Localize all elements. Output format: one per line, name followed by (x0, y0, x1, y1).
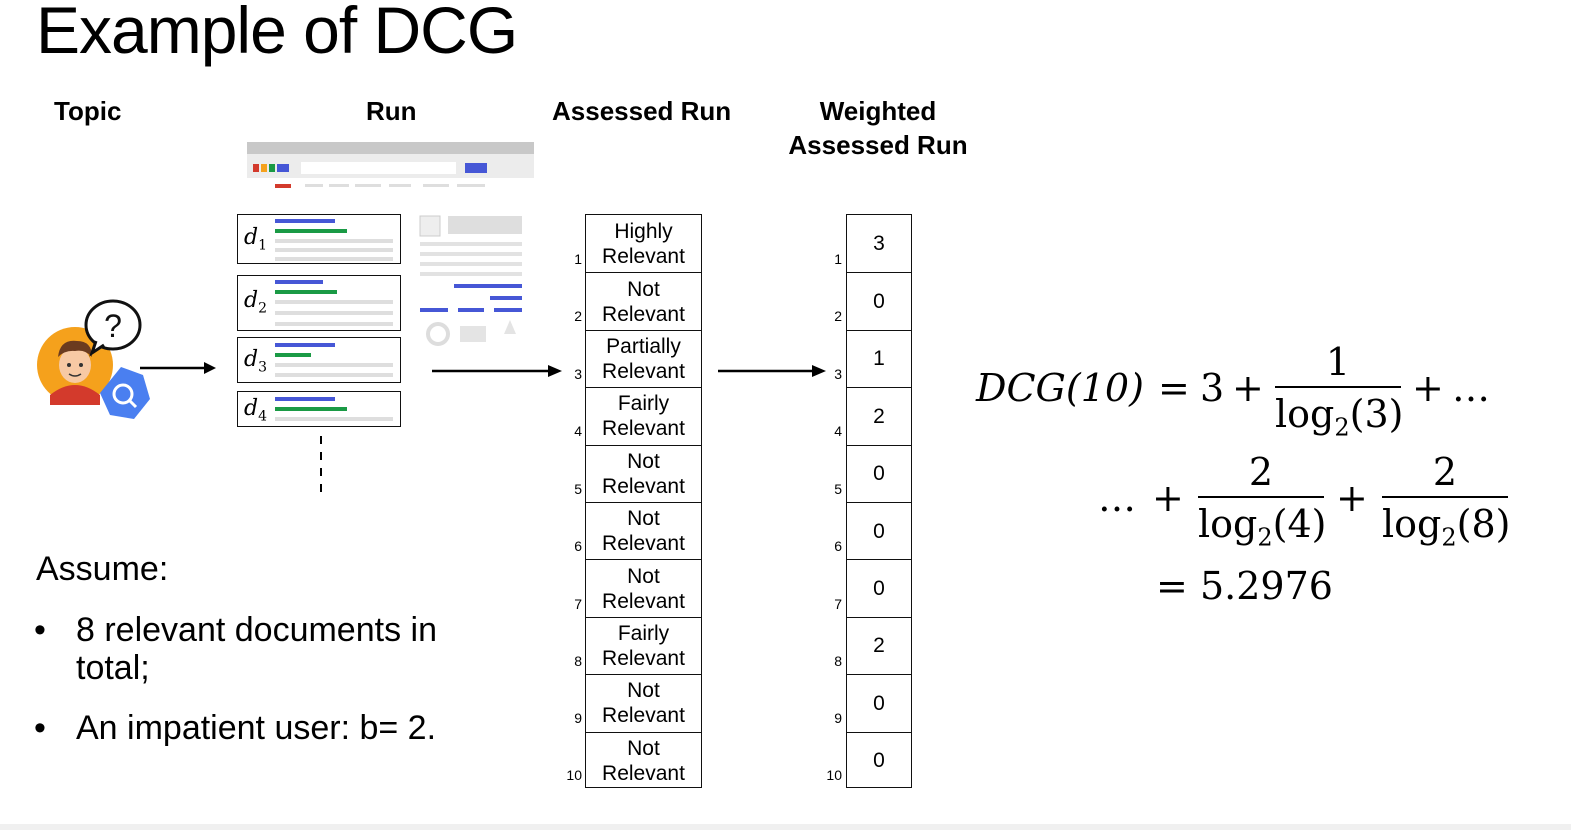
weighted-rank: 5 (834, 481, 842, 497)
weighted-rank: 7 (834, 596, 842, 612)
weighted-rank: 6 (834, 538, 842, 554)
weighted-rank: 9 (834, 710, 842, 726)
fraction-term-2: 2 log2(4) (1198, 450, 1327, 552)
assessed-rank: 3 (574, 366, 582, 382)
doc-label: d1 (244, 225, 268, 254)
formula-plus: + (1336, 476, 1368, 520)
assumption-text: An impatient user: b= 2. (76, 709, 437, 747)
assessed-rank: 2 (574, 308, 582, 324)
fraction-term-3: 2 log2(8) (1382, 450, 1511, 552)
formula-plus: + (1232, 366, 1264, 410)
formula-plus: + (1412, 366, 1444, 410)
weighted-cell: 2 (847, 387, 911, 444)
doc-label: d2 (244, 288, 268, 317)
slide-title: Example of DCG (36, 0, 518, 67)
weighted-cell: 0 (847, 674, 911, 731)
weighted-cell: 1 (847, 329, 911, 387)
weighted-cell: 0 (847, 731, 911, 789)
arrow-assessed-to-weighted (718, 365, 826, 377)
weighted-rank: 3 (834, 366, 842, 382)
result-doc-1[interactable]: d1 (237, 214, 401, 264)
weighted-cell: 0 (847, 272, 911, 329)
browser-mockup (247, 142, 534, 188)
arrow-topic-to-run (140, 362, 216, 374)
footer-divider (0, 824, 1571, 830)
result-doc-4[interactable]: d4 (237, 391, 401, 427)
question-bubble-icon: ? (84, 299, 142, 357)
formula-first-term: 3 (1200, 366, 1225, 410)
assessed-rank: 5 (574, 481, 582, 497)
weighted-header-line1: Weighted (819, 96, 937, 126)
continuation-dashes (320, 436, 322, 498)
weighted-cell: 2 (847, 616, 911, 674)
result-doc-3[interactable]: d3 (237, 337, 401, 383)
weighted-run-table: 3 0 1 2 0 0 0 2 0 0 (846, 214, 912, 788)
question-mark: ? (104, 308, 122, 344)
search-analytics-icon (100, 367, 150, 419)
bullet-dot: • (34, 611, 46, 649)
topic-illustration: ? (37, 299, 150, 419)
assessed-rank: 7 (574, 596, 582, 612)
formula-result: 5.2976 (1200, 564, 1333, 608)
assessed-rank: 1 (574, 251, 582, 267)
assume-heading: Assume: (36, 550, 169, 588)
weighted-cell: 0 (847, 502, 911, 559)
topic-header: Topic (54, 96, 122, 126)
formula-plus: + (1152, 476, 1184, 520)
fraction-term-1: 1 log2(3) (1275, 340, 1404, 442)
weighted-header: Weighted Assessed Run (788, 94, 968, 162)
doc-label: d4 (244, 396, 268, 425)
assessed-rank: 6 (574, 538, 582, 554)
assessed-run-header: Assessed Run (552, 96, 732, 126)
assessed-rank: 10 (566, 767, 582, 783)
formula-ellipsis: … (1098, 476, 1136, 520)
weighted-cell: 3 (873, 232, 885, 256)
assessed-rank: 9 (574, 710, 582, 726)
formula-eq-1: = (1158, 366, 1190, 410)
formula-lhs: DCG(10) (976, 366, 1144, 410)
arrow-run-to-assessed (432, 365, 562, 377)
weighted-rank: 8 (834, 653, 842, 669)
knowledge-panel-mockup (419, 215, 522, 346)
weighted-cell: 0 (847, 444, 911, 502)
assessed-rank: 8 (574, 653, 582, 669)
result-doc-2[interactable]: d2 (237, 275, 401, 331)
weighted-rank: 10 (826, 767, 842, 783)
assessed-rank: 4 (574, 423, 582, 439)
assumption-text: 8 relevant documents in total; (76, 611, 437, 687)
weighted-header-line2: Assessed Run (788, 130, 968, 160)
run-header: Run (366, 96, 417, 126)
weighted-rank: 1 (834, 251, 842, 267)
weighted-rank: 2 (834, 308, 842, 324)
weighted-rank: 4 (834, 423, 842, 439)
assumption-item: • An impatient user: b= 2. (34, 709, 516, 747)
bullet-dot: • (34, 709, 46, 747)
assumption-item: • 8 relevant documents in total; (34, 611, 476, 687)
weighted-cell: 0 (847, 559, 911, 616)
doc-label: d3 (244, 347, 268, 376)
formula-ellipsis: … (1452, 366, 1490, 410)
formula-eq-2: = (1156, 564, 1188, 608)
